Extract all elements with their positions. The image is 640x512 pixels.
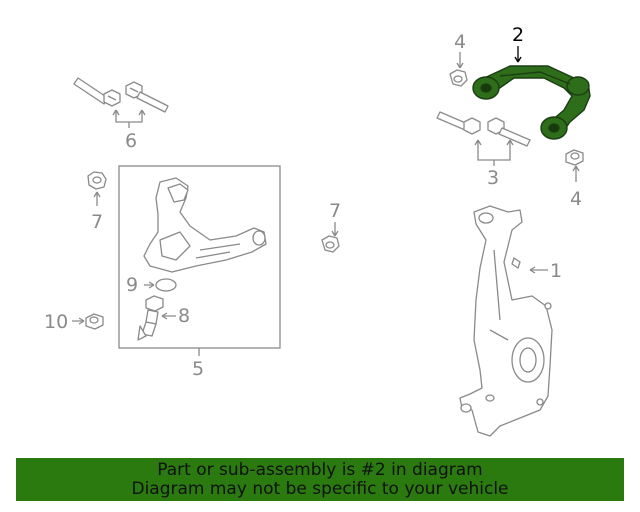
leader-6 bbox=[112, 109, 146, 128]
callout-9[interactable]: 9 bbox=[126, 274, 138, 296]
ball-joint-part-8[interactable] bbox=[137, 295, 164, 341]
steering-knuckle[interactable] bbox=[459, 205, 553, 437]
leader-4b bbox=[572, 165, 580, 182]
callout-2[interactable]: 2 bbox=[512, 24, 524, 46]
leader-3 bbox=[474, 139, 514, 166]
callout-10[interactable]: 10 bbox=[44, 311, 68, 333]
bolt-part-6a[interactable] bbox=[73, 77, 121, 107]
callout-7b[interactable]: 7 bbox=[329, 200, 341, 222]
bolt-part-6b[interactable] bbox=[125, 81, 169, 113]
banner-line-1: Part or sub-assembly is #2 in diagram bbox=[157, 459, 483, 480]
callout-5[interactable]: 5 bbox=[192, 358, 204, 380]
nut-part-7b[interactable] bbox=[321, 235, 340, 253]
leader-4a bbox=[456, 52, 464, 69]
nut-part-4a[interactable] bbox=[449, 69, 468, 87]
leader-7a bbox=[93, 191, 101, 206]
callout-1[interactable]: 1 bbox=[550, 260, 562, 282]
callout-3[interactable]: 3 bbox=[487, 167, 499, 189]
lower-control-arm[interactable] bbox=[143, 177, 267, 273]
leader-10 bbox=[72, 317, 85, 325]
callout-7a[interactable]: 7 bbox=[91, 211, 103, 233]
upper-control-arm[interactable] bbox=[472, 65, 591, 140]
info-banner: Part or sub-assembly is #2 in diagram Di… bbox=[16, 458, 624, 501]
callout-4b[interactable]: 4 bbox=[570, 188, 582, 210]
leader-9 bbox=[144, 281, 155, 289]
leader-2 bbox=[514, 46, 522, 63]
leader-1 bbox=[529, 266, 548, 274]
callout-6[interactable]: 6 bbox=[125, 130, 137, 152]
nut-part-4b[interactable] bbox=[565, 149, 584, 166]
bolt-part-3a[interactable] bbox=[436, 111, 481, 135]
callout-4a[interactable]: 4 bbox=[454, 31, 466, 53]
nut-part-10[interactable] bbox=[85, 313, 104, 330]
nut-part-7a[interactable] bbox=[87, 171, 107, 190]
leader-7b bbox=[331, 222, 339, 237]
banner-line-2: Diagram may not be specific to your vehi… bbox=[131, 478, 509, 499]
snap-ring-part-9[interactable] bbox=[155, 278, 177, 292]
bolt-part-3b[interactable] bbox=[487, 117, 531, 147]
callout-8[interactable]: 8 bbox=[178, 305, 190, 327]
leader-8 bbox=[161, 312, 176, 320]
